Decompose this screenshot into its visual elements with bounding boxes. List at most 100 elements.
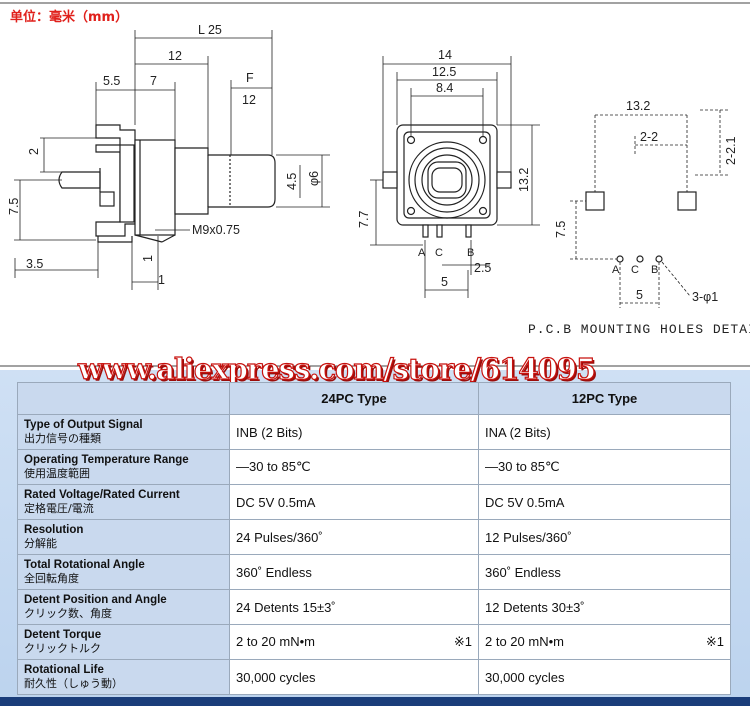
value-12pc-text: 30,000 cycles	[485, 669, 565, 685]
svg-text:12: 12	[242, 93, 256, 107]
front-view-dims	[370, 56, 540, 298]
svg-text:5.5: 5.5	[103, 74, 120, 88]
value-12pc-text: —30 to 85℃	[485, 459, 560, 474]
svg-text:F: F	[246, 71, 254, 85]
pcb-view-dims	[570, 109, 730, 308]
spec-table: 24PC Type 12PC Type Type of Output Signa…	[17, 382, 731, 695]
spec-label-en: Type of Output Signal	[24, 419, 143, 431]
svg-text:12.5: 12.5	[432, 65, 456, 79]
value-24pc-text: 360˚ Endless	[236, 564, 312, 580]
svg-text:P.C.B MOUNTING HOLES DETAIL: P.C.B MOUNTING HOLES DETAIL	[528, 322, 750, 337]
side-view-dims	[14, 30, 330, 290]
value-12pc: 30,000 cycles	[478, 659, 731, 695]
value-12pc-text: 360˚ Endless	[485, 564, 561, 580]
value-24pc-text: 2 to 20 mN•m	[236, 634, 315, 649]
unit-label: 单位：毫米（mm）	[10, 10, 129, 25]
value-12pc: 12 Pulses/360˚	[478, 519, 731, 555]
spec-label-en: Rotational Life	[24, 664, 104, 676]
bottom-rule	[0, 697, 750, 706]
svg-text:7.5: 7.5	[7, 198, 21, 215]
value-12pc-text: 12 Pulses/360˚	[485, 529, 572, 545]
value-24pc: INB (2 Bits)	[229, 414, 479, 450]
value-24pc-text: 24 Detents 15±3˚	[236, 599, 336, 615]
svg-text:2-2.1: 2-2.1	[724, 136, 738, 165]
svg-text:1: 1	[158, 273, 165, 287]
svg-text:3.5: 3.5	[26, 257, 43, 271]
side-view-dim-labels: L 25 12 5.5 7 F 12 2 7.5 3.5 1 1 4.5 φ6 …	[7, 23, 321, 287]
value-12pc-text: 2 to 20 mN•m	[485, 634, 564, 649]
svg-text:12: 12	[168, 49, 182, 63]
value-12pc: DC 5V 0.5mA	[478, 484, 731, 520]
value-24pc: DC 5V 0.5mA	[229, 484, 479, 520]
note-12pc: ※1	[705, 634, 724, 649]
svg-text:φ6: φ6	[307, 171, 321, 186]
spec-label-en: Resolution	[24, 524, 84, 536]
svg-text:2: 2	[27, 148, 41, 155]
svg-text:7: 7	[150, 74, 157, 88]
header-12pc: 12PC Type	[478, 382, 731, 415]
value-24pc-text: DC 5V 0.5mA	[236, 494, 316, 510]
svg-text:A: A	[418, 247, 426, 259]
value-12pc-text: 12 Detents 30±3˚	[485, 599, 585, 615]
svg-text:M9x0.75: M9x0.75	[192, 223, 240, 237]
value-12pc-text: INA (2 Bits)	[485, 424, 551, 440]
header-24pc: 24PC Type	[229, 382, 479, 415]
spec-label-jp: 出力信号の種類	[24, 432, 101, 445]
svg-text:2.5: 2.5	[474, 261, 491, 275]
svg-text:3-φ1: 3-φ1	[692, 290, 718, 304]
value-24pc-text: INB (2 Bits)	[236, 424, 303, 440]
value-24pc: 30,000 cycles	[229, 659, 479, 695]
svg-text:5: 5	[441, 275, 448, 289]
value-12pc: INA (2 Bits)	[478, 414, 731, 450]
spec-label-jp: 全回転角度	[24, 572, 79, 585]
svg-text:8.4: 8.4	[436, 81, 453, 95]
svg-text:4.5: 4.5	[285, 173, 299, 190]
front-view-dim-labels: 14 12.5 8.4 7.7 13.2 2.5 5 A C B	[357, 48, 531, 289]
svg-text:5: 5	[636, 288, 643, 302]
svg-text:C: C	[435, 247, 443, 259]
spec-label-en: Detent Torque	[24, 629, 102, 641]
store-watermark: www.aliexpress.com/store/614095	[77, 351, 596, 386]
pcb-view-dim-labels: 13.2 2-2 2-2.1 7.5 A C B 5 3-φ1 P.C.B MO…	[528, 99, 750, 337]
value-12pc: —30 to 85℃	[478, 449, 731, 485]
spec-label-en: Total Rotational Angle	[24, 559, 145, 571]
spec-label-jp: 耐久性（しゅう動）	[24, 677, 123, 690]
spec-label-en: Detent Position and Angle	[24, 594, 167, 606]
value-12pc: 360˚ Endless	[478, 554, 731, 590]
svg-text:B: B	[467, 247, 474, 259]
value-24pc-text: —30 to 85℃	[236, 459, 311, 474]
spec-label-jp: 使用温度範囲	[24, 467, 90, 480]
svg-text:13.2: 13.2	[626, 99, 650, 113]
value-24pc: —30 to 85℃	[229, 449, 479, 485]
pcb-view	[585, 191, 697, 263]
value-24pc-text: 30,000 cycles	[236, 669, 316, 685]
svg-text:C: C	[631, 264, 639, 276]
spec-label-en: Operating Temperature Range	[24, 454, 189, 466]
svg-text:7.7: 7.7	[357, 211, 371, 228]
value-24pc: 360˚ Endless	[229, 554, 479, 590]
spec-label-jp: 定格電圧/電流	[24, 502, 94, 515]
spec-label-jp: クリックトルク	[24, 642, 101, 655]
technical-drawing: L 25 12 5.5 7 F 12 2 7.5 3.5 1 1 4.5 φ6 …	[0, 2, 750, 367]
spec-label-en: Rated Voltage/Rated Current	[24, 489, 180, 501]
svg-text:B: B	[651, 264, 658, 276]
value-24pc: 24 Detents 15±3˚	[229, 589, 479, 625]
svg-text:A: A	[612, 264, 620, 276]
svg-text:13.2: 13.2	[517, 168, 531, 192]
value-24pc-text: 24 Pulses/360˚	[236, 529, 323, 545]
note-24pc: ※1	[453, 634, 472, 649]
svg-text:L 25: L 25	[198, 23, 222, 37]
spec-label-jp: 分解能	[24, 537, 57, 550]
